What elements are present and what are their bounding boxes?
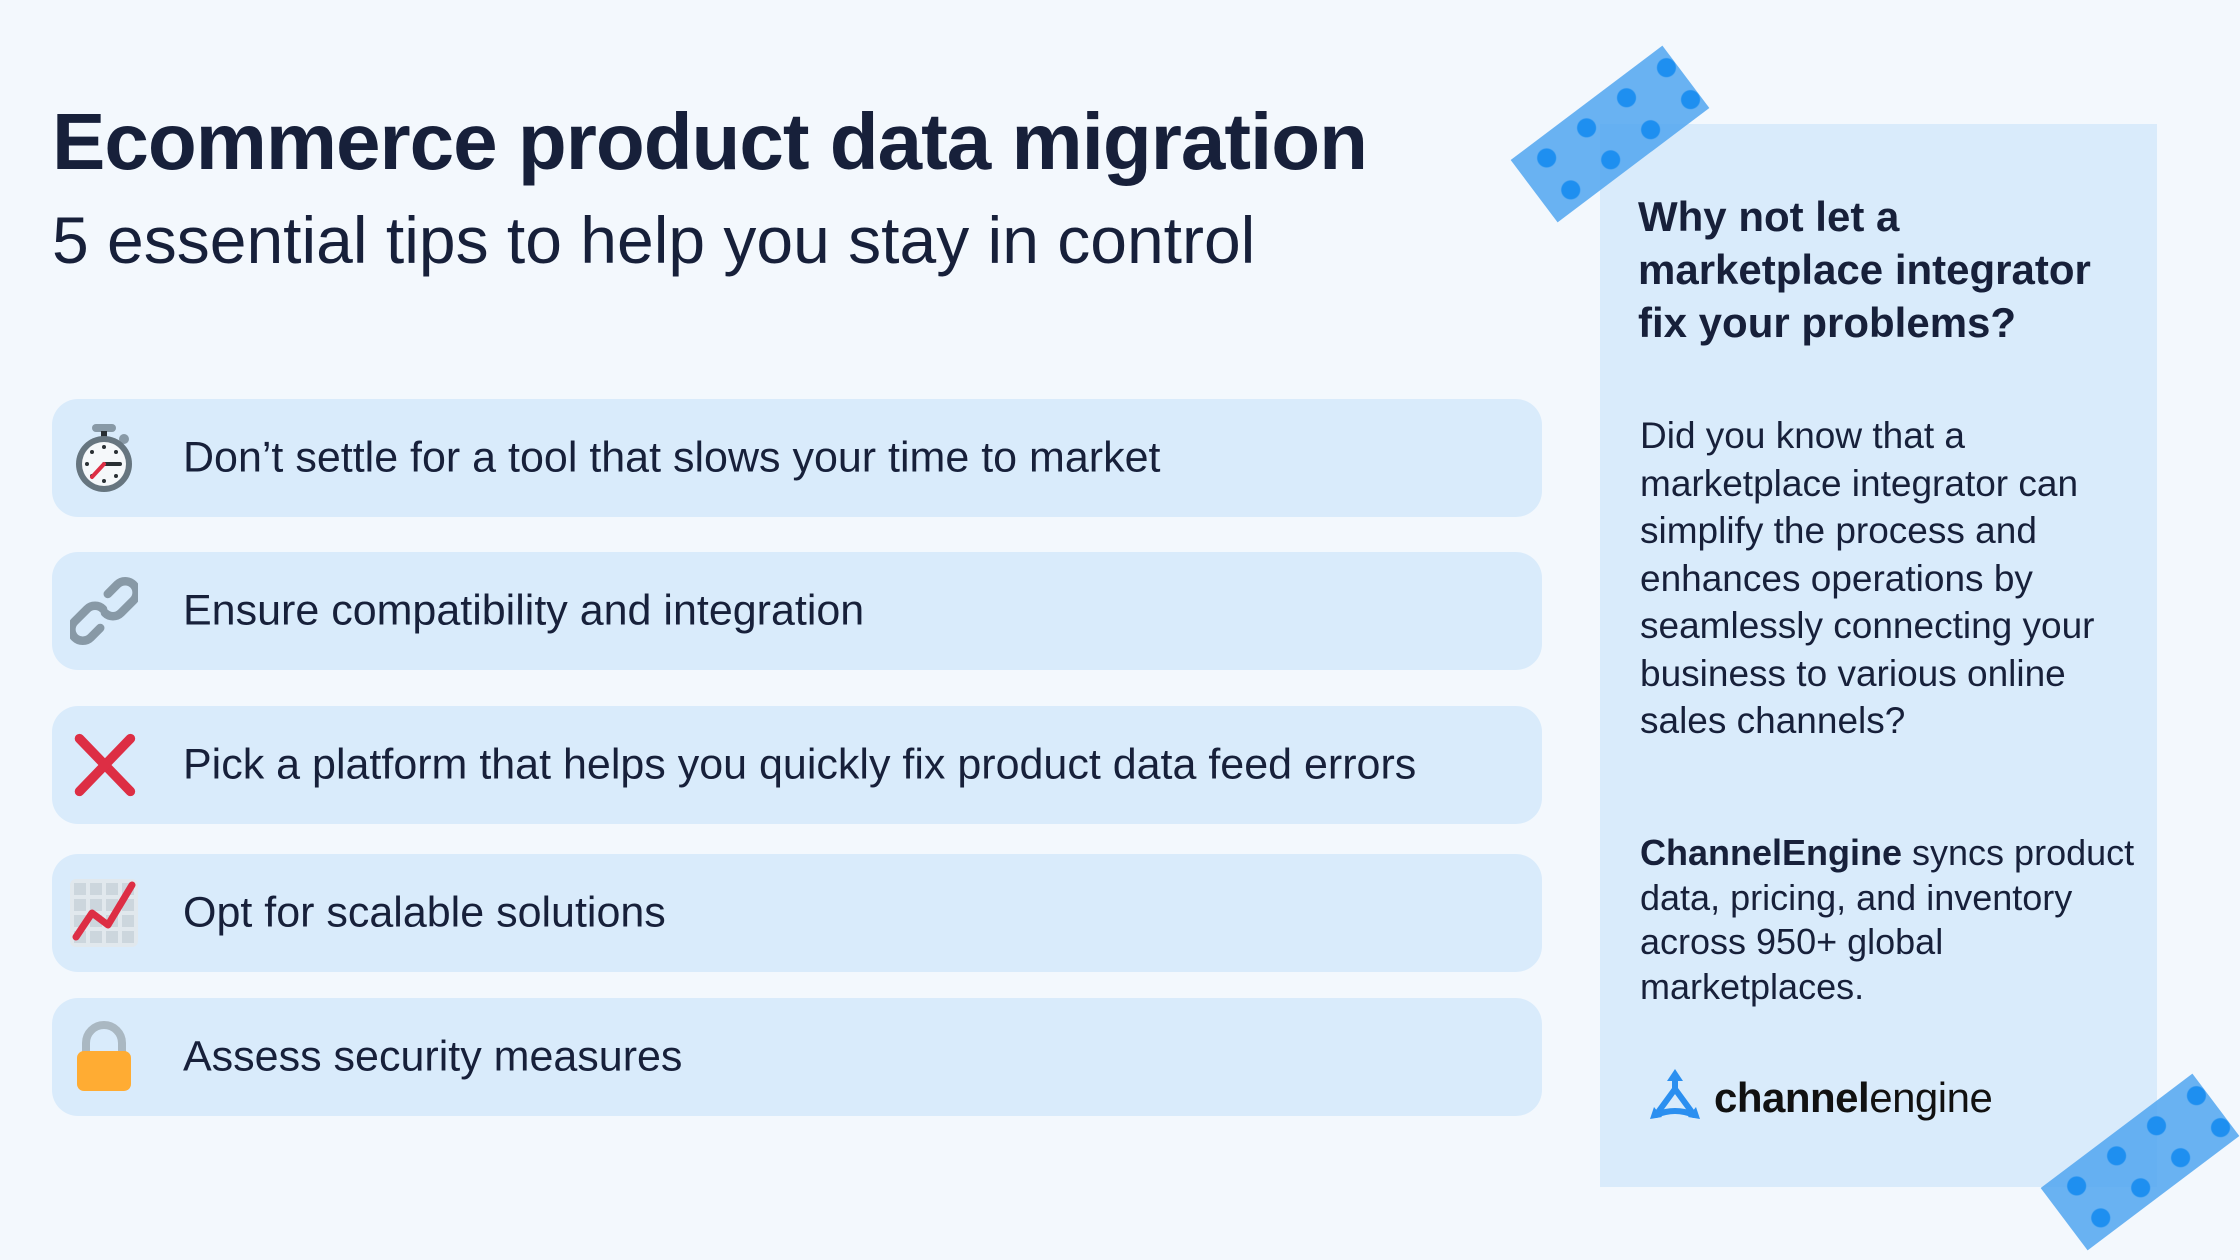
channelengine-logo-icon <box>1648 1068 1702 1128</box>
tip-card-compatibility: Ensure compatibility and integration <box>52 552 1542 670</box>
tip-label: Don’t settle for a tool that slows your … <box>183 433 1161 482</box>
tip-card-scalable: Opt for scalable solutions <box>52 854 1542 972</box>
lock-icon <box>70 1021 138 1093</box>
tip-card-fix-errors: Pick a platform that helps you quickly f… <box>52 706 1542 824</box>
stopwatch-icon <box>70 422 138 494</box>
tip-label: Pick a platform that helps you quickly f… <box>183 740 1417 789</box>
brand-name: ChannelEngine <box>1640 832 1903 873</box>
panel-heading: Why not let a marketplace integrator fix… <box>1638 193 2091 346</box>
panel-brand-text: ChannelEngine syncs product data, pricin… <box>1640 831 2150 1009</box>
channelengine-logo: channelengine <box>1648 1068 1993 1128</box>
channelengine-wordmark: channelengine <box>1714 1074 1993 1122</box>
page-title: Ecommerce product data migration <box>52 97 1368 186</box>
panel-body: Did you know that a marketplace integrat… <box>1640 415 2095 741</box>
cross-mark-icon <box>70 729 138 801</box>
info-panel: Why not let a marketplace integrator fix… <box>1600 124 2157 1187</box>
tip-label: Assess security measures <box>183 1032 683 1081</box>
tip-card-time-to-market: Don’t settle for a tool that slows your … <box>52 399 1542 517</box>
brand-description: syncs product data, pricing, and invento… <box>1640 832 2135 1007</box>
tip-label: Opt for scalable solutions <box>183 888 666 937</box>
tip-card-security: Assess security measures <box>52 998 1542 1116</box>
wordmark-bold: channel <box>1714 1074 1870 1121</box>
link-icon <box>70 575 138 647</box>
wordmark-light: engine <box>1869 1074 1993 1121</box>
tip-label: Ensure compatibility and integration <box>183 586 865 635</box>
chart-increasing-icon <box>70 877 138 949</box>
page-subtitle: 5 essential tips to help you stay in con… <box>52 203 1256 277</box>
